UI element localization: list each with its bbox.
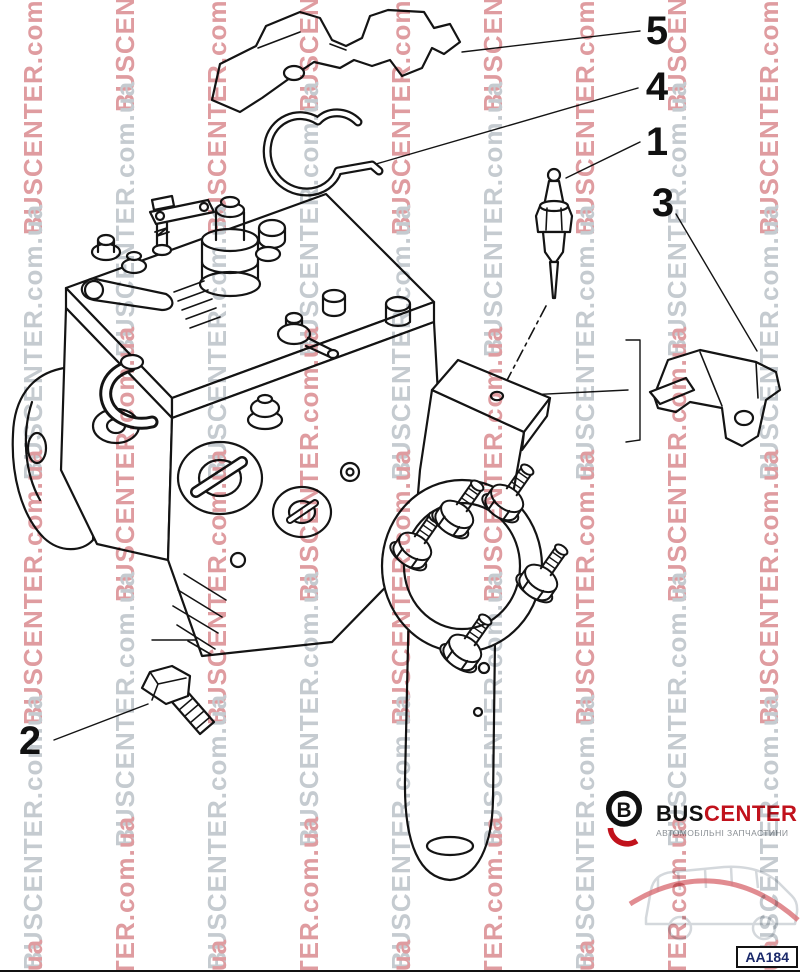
- part-4-spring: [262, 108, 384, 197]
- pump-top-fittings: [80, 194, 412, 360]
- leader-1: [565, 141, 641, 179]
- bracket-slot: [425, 835, 475, 857]
- leader-5: [461, 30, 641, 53]
- callout-number-3: 3: [652, 181, 674, 225]
- callout-number-5: 5: [646, 9, 668, 53]
- leader-lines: [53, 30, 758, 741]
- pump-left-face: [59, 306, 174, 562]
- callout-number-2: 2: [19, 719, 41, 763]
- bottom-rule: [0, 970, 800, 972]
- leader-4: [375, 87, 639, 165]
- part-3-angle-bracket: [648, 348, 782, 448]
- bracket-mounting-hole: [489, 390, 505, 402]
- buscenter-logo: B BUSCENTER АВТОМОБІЛЬНІ ЗАПЧАСТИНИ: [598, 788, 798, 852]
- pump-assembly: [11, 192, 442, 658]
- leader-3: [675, 213, 758, 352]
- buscenter-emblem-icon: B: [606, 790, 642, 847]
- logo-tagline: АВТОМОБІЛЬНІ ЗАПЧАСТИНИ: [656, 827, 789, 838]
- callout-number-4: 4: [646, 65, 669, 109]
- logo-wordmark-center: CENTER: [703, 800, 798, 826]
- leader-3-bracket: [625, 339, 641, 443]
- logo-wordmark-bus: BUS: [656, 800, 704, 826]
- part-1-sensor: [534, 167, 574, 300]
- callout-number-1: 1: [646, 120, 668, 164]
- pump-front-face: [166, 320, 442, 658]
- leader-2: [53, 703, 149, 741]
- svg-text:B: B: [616, 799, 631, 822]
- part-code-box: AA184: [736, 946, 798, 968]
- part-5-clamp-bracket: [210, 8, 462, 114]
- part-2-bolt: [140, 664, 216, 736]
- logo-wordmark: BUSCENTER: [656, 800, 798, 826]
- van-illustration: [628, 865, 800, 941]
